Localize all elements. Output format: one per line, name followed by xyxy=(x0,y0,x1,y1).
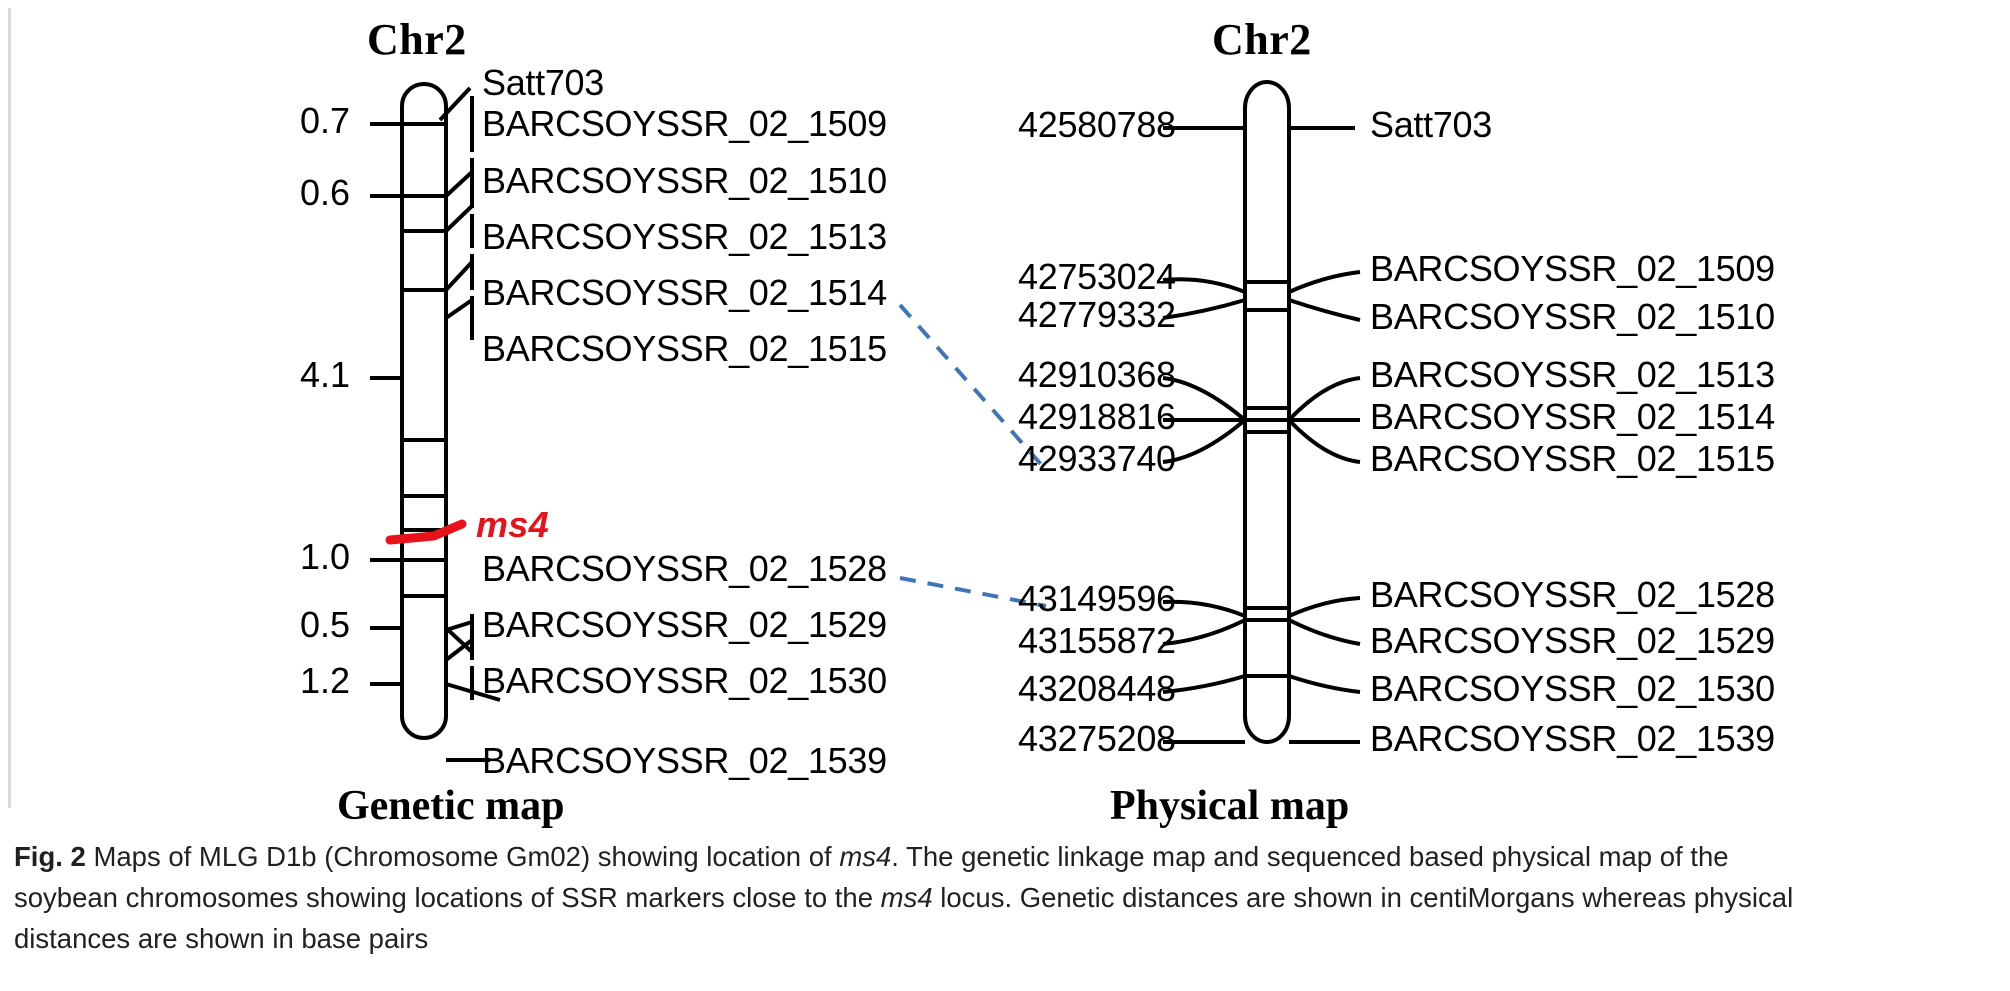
caption-line-1: Maps of MLG D1b (Chromosome Gm02) showin… xyxy=(93,841,1729,872)
physical-marker-1510: BARCSOYSSR_02_1510 xyxy=(1370,296,1775,337)
physical-marker-satt703: Satt703 xyxy=(1370,104,1493,145)
connector-1515-to-42933740 xyxy=(898,303,1048,472)
physical-position-9: 43275208 xyxy=(1018,718,1176,759)
genetic-marker-satt703: Satt703 xyxy=(482,62,605,103)
physical-position-2: 42779332 xyxy=(1018,294,1176,335)
physical-map-title: Chr2 xyxy=(1212,15,1312,64)
genetic-map-title: Chr2 xyxy=(367,15,467,64)
genetic-marker-1510: BARCSOYSSR_02_1510 xyxy=(482,160,887,201)
genetic-distance-2: 4.1 xyxy=(300,354,351,395)
maps-vector-layer xyxy=(370,80,1361,762)
genetic-marker-1515: BARCSOYSSR_02_1515 xyxy=(482,328,887,369)
genetic-distance-3: 1.0 xyxy=(300,536,351,577)
genetic-marker-1528: BARCSOYSSR_02_1528 xyxy=(482,548,887,589)
ms4-locus-label: ms4 xyxy=(476,504,549,545)
physical-marker-1529: BARCSOYSSR_02_1529 xyxy=(1370,620,1775,661)
genetic-map-footer: Genetic map xyxy=(337,783,565,829)
figure-label: Fig. 2 xyxy=(14,841,86,872)
caption-line-2: soybean chromosomes showing locations of… xyxy=(14,882,1794,913)
genetic-distance-5: 1.2 xyxy=(300,660,351,701)
physical-marker-1515: BARCSOYSSR_02_1515 xyxy=(1370,438,1775,479)
ms4-locus-mark xyxy=(385,519,467,545)
genetic-marker-1514: BARCSOYSSR_02_1514 xyxy=(482,272,887,313)
physical-position-0: 42580788 xyxy=(1018,104,1176,145)
genetic-distance-ticks xyxy=(370,122,402,686)
genetic-marker-1539: BARCSOYSSR_02_1539 xyxy=(482,740,887,781)
connector-1528-to-43149596 xyxy=(899,576,1047,608)
figure-caption: Fig. 2 Maps of MLG D1b (Chromosome Gm02)… xyxy=(14,836,1974,959)
physical-position-4: 42918816 xyxy=(1018,396,1176,437)
caption-line-3: distances are shown in base pairs xyxy=(14,923,429,954)
genetic-distance-0: 0.7 xyxy=(300,100,351,141)
genetic-marker-1509: BARCSOYSSR_02_1509 xyxy=(482,103,887,144)
physical-position-1: 42753024 xyxy=(1018,256,1176,297)
cross-map-connectors xyxy=(898,303,1048,608)
physical-position-5: 42933740 xyxy=(1018,438,1176,479)
physical-marker-1514: BARCSOYSSR_02_1514 xyxy=(1370,396,1775,437)
physical-position-8: 43208448 xyxy=(1018,668,1176,709)
genetic-distance-1: 0.6 xyxy=(300,172,351,213)
physical-marker-1509: BARCSOYSSR_02_1509 xyxy=(1370,248,1775,289)
figure-left-rule xyxy=(8,8,11,808)
genetic-distance-4: 0.5 xyxy=(300,604,351,645)
figure-caption-block: Fig. 2 Maps of MLG D1b (Chromosome Gm02)… xyxy=(14,836,1974,959)
genetic-marker-leaders xyxy=(438,86,501,762)
physical-marker-1513: BARCSOYSSR_02_1513 xyxy=(1370,354,1775,395)
physical-position-7: 43155872 xyxy=(1018,620,1176,661)
physical-position-6: 43149596 xyxy=(1018,578,1176,619)
physical-marker-1539: BARCSOYSSR_02_1539 xyxy=(1370,718,1775,759)
physical-chromosome-bar xyxy=(1243,80,1291,744)
genetic-marker-1529: BARCSOYSSR_02_1529 xyxy=(482,604,887,645)
physical-marker-1530: BARCSOYSSR_02_1530 xyxy=(1370,668,1775,709)
genetic-chromosome-bar xyxy=(400,82,448,740)
physical-map-footer: Physical map xyxy=(1110,783,1350,829)
physical-position-3: 42910368 xyxy=(1018,354,1176,395)
genetic-marker-1513: BARCSOYSSR_02_1513 xyxy=(482,216,887,257)
genetic-marker-1530: BARCSOYSSR_02_1530 xyxy=(482,660,887,701)
physical-marker-1528: BARCSOYSSR_02_1528 xyxy=(1370,574,1775,615)
physical-marker-leaders xyxy=(1162,126,1361,744)
